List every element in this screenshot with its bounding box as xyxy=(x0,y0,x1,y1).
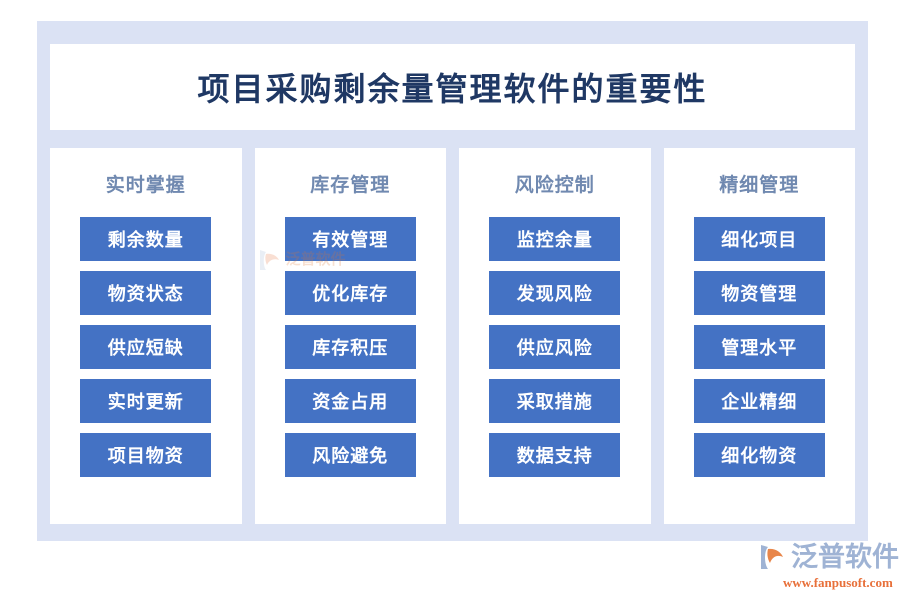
columns-container: 实时掌握 剩余数量 物资状态 供应短缺 实时更新 项目物资 库存管理 泛普软件 … xyxy=(50,148,855,524)
item-chip[interactable]: 有效管理 xyxy=(284,217,416,261)
item-chip[interactable]: 供应风险 xyxy=(489,325,621,369)
item-chip[interactable]: 供应短缺 xyxy=(80,325,212,369)
item-chip[interactable]: 细化项目 xyxy=(693,217,825,261)
item-chip[interactable]: 发现风险 xyxy=(489,271,621,315)
brand-logo: 泛普软件 www.fanpusoft.com xyxy=(757,540,899,592)
item-list-1: 剩余数量 物资状态 供应短缺 实时更新 项目物资 xyxy=(50,217,242,477)
item-chip[interactable]: 优化库存 xyxy=(284,271,416,315)
item-chip[interactable]: 细化物资 xyxy=(693,433,825,477)
column-header-2: 库存管理 xyxy=(310,175,391,196)
column-card-1: 实时掌握 剩余数量 物资状态 供应短缺 实时更新 项目物资 xyxy=(50,148,242,524)
item-chip[interactable]: 物资管理 xyxy=(693,271,825,315)
column-header-3: 风险控制 xyxy=(514,175,595,196)
item-chip[interactable]: 资金占用 xyxy=(284,379,416,423)
page-title: 项目采购剩余量管理软件的重要性 xyxy=(197,71,708,107)
item-chip[interactable]: 库存积压 xyxy=(284,325,416,369)
item-list-2: 有效管理 优化库存 库存积压 资金占用 风险避免 xyxy=(255,217,447,477)
column-card-4: 精细管理 细化项目 物资管理 管理水平 企业精细 细化物资 xyxy=(663,148,856,524)
item-chip[interactable]: 监控余量 xyxy=(489,217,621,261)
item-chip[interactable]: 物资状态 xyxy=(80,271,212,315)
item-chip[interactable]: 实时更新 xyxy=(80,379,212,423)
item-chip[interactable]: 剩余数量 xyxy=(80,217,212,261)
column-card-3: 风险控制 监控余量 发现风险 供应风险 采取措施 数据支持 xyxy=(459,148,651,524)
item-chip[interactable]: 采取措施 xyxy=(489,379,621,423)
item-list-3: 监控余量 发现风险 供应风险 采取措施 数据支持 xyxy=(459,217,651,477)
fanpu-logo-icon xyxy=(761,545,783,569)
item-chip[interactable]: 企业精细 xyxy=(693,379,825,423)
item-chip[interactable]: 项目物资 xyxy=(80,433,212,477)
column-header-1: 实时掌握 xyxy=(105,175,186,196)
brand-url: www.fanpusoft.com xyxy=(783,575,893,590)
item-list-4: 细化项目 物资管理 管理水平 企业精细 细化物资 xyxy=(664,217,856,477)
item-chip[interactable]: 数据支持 xyxy=(489,433,621,477)
column-header-4: 精细管理 xyxy=(719,175,800,196)
title-banner: 项目采购剩余量管理软件的重要性 xyxy=(50,44,855,130)
column-card-2: 库存管理 泛普软件 有效管理 优化库存 库存积压 资金占用 风险避免 xyxy=(254,148,447,524)
brand-logo-row: 泛普软件 xyxy=(757,540,899,574)
item-chip[interactable]: 管理水平 xyxy=(693,325,825,369)
item-chip[interactable]: 风险避免 xyxy=(284,433,416,477)
brand-name: 泛普软件 xyxy=(791,541,899,572)
